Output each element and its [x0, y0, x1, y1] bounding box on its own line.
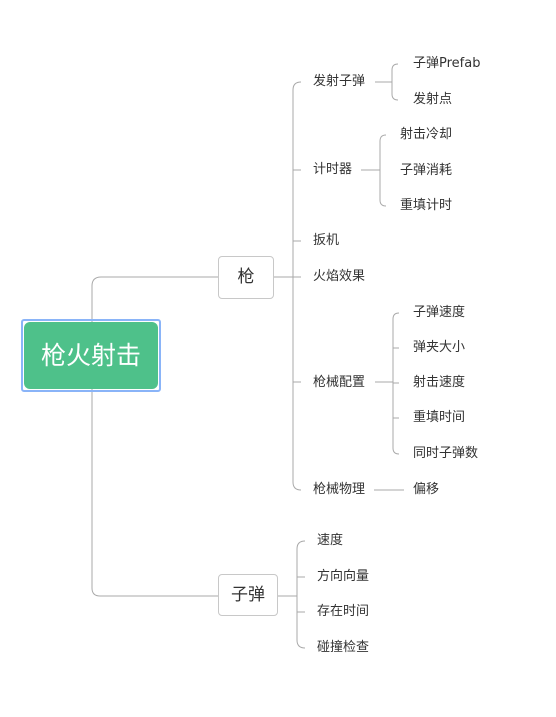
- node-bullets-per-shot[interactable]: 同时子弹数: [413, 446, 479, 461]
- node-fire-cooldown[interactable]: 射击冷却: [400, 127, 453, 142]
- node-fire-rate[interactable]: 射击速度: [413, 375, 466, 390]
- node-direction-vector[interactable]: 方向向量: [317, 569, 370, 584]
- node-bullet-consume[interactable]: 子弹消耗: [400, 163, 453, 178]
- node-gun-physics[interactable]: 枪械物理: [313, 482, 366, 497]
- node-lifetime[interactable]: 存在时间: [317, 604, 370, 619]
- node-gun-config[interactable]: 枪械配置: [313, 375, 366, 390]
- node-bullet-speed[interactable]: 子弹速度: [413, 305, 466, 320]
- node-offset[interactable]: 偏移: [413, 482, 440, 497]
- node-collision-check[interactable]: 碰撞检查: [317, 640, 370, 655]
- node-flame-effect[interactable]: 火焰效果: [313, 269, 366, 284]
- root-node[interactable]: 枪火射击: [24, 322, 158, 389]
- node-reload-timer[interactable]: 重填计时: [400, 198, 453, 213]
- node-bullet[interactable]: 子弹: [218, 574, 278, 616]
- node-timer[interactable]: 计时器: [313, 162, 353, 177]
- node-fire-bullet[interactable]: 发射子弹: [313, 74, 366, 89]
- node-gun[interactable]: 枪: [218, 256, 274, 299]
- root-selection-outline: [21, 319, 161, 392]
- node-trigger[interactable]: 扳机: [313, 233, 340, 248]
- node-bullet-prefab[interactable]: 子弹Prefab: [413, 56, 481, 71]
- node-fire-point[interactable]: 发射点: [413, 92, 453, 107]
- node-reload-time[interactable]: 重填时间: [413, 410, 466, 425]
- node-speed[interactable]: 速度: [317, 533, 344, 548]
- node-magazine-size[interactable]: 弹夹大小: [413, 340, 466, 355]
